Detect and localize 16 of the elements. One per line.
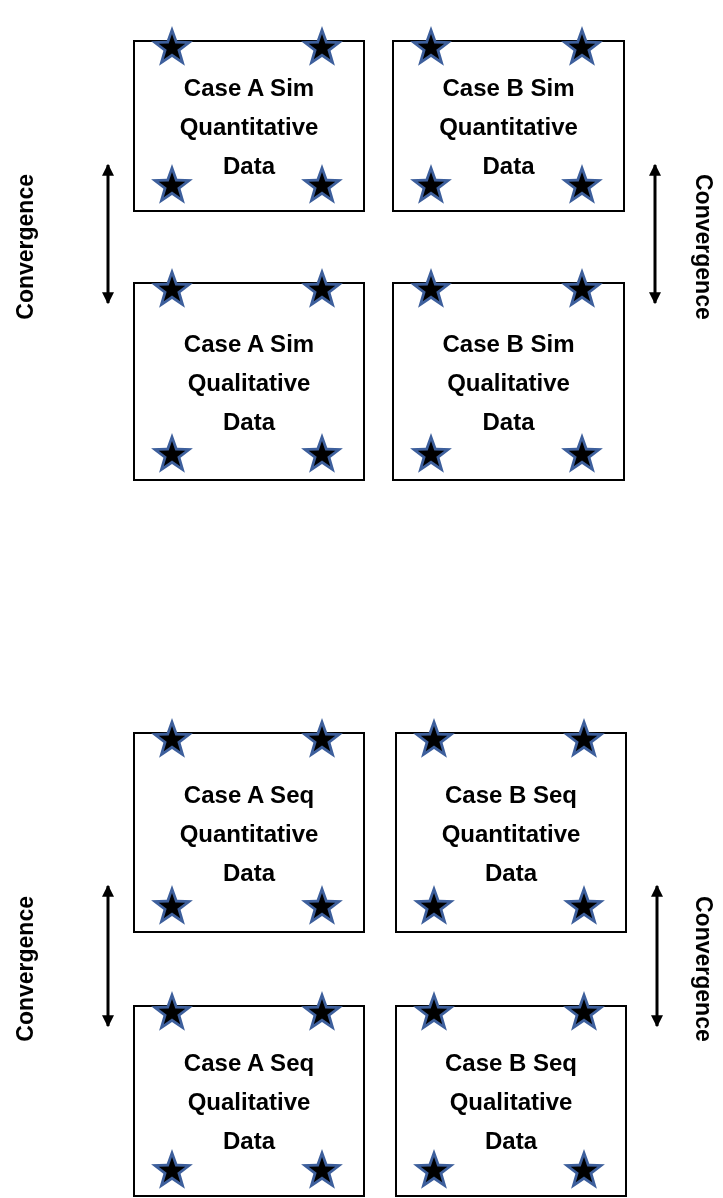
double-arrow — [102, 163, 114, 305]
box-label: Case A Seq Qualitative Data — [182, 1047, 316, 1156]
box-label: Case A Sim Qualitative Data — [182, 328, 316, 436]
box-label: Case B Sim Quantitative Data — [438, 72, 579, 181]
box-label: Case B Seq Quantitative Data — [440, 779, 582, 887]
edge-label: Convergence — [12, 174, 39, 320]
box-label: Case A Sim Quantitative Data — [178, 72, 320, 181]
box-label: Case A Seq Quantitative Data — [178, 779, 320, 887]
double-arrow — [651, 884, 663, 1028]
edge-label: Convergence — [12, 896, 39, 1042]
edge-label: Convergence — [690, 896, 717, 1042]
edge-label: Convergence — [690, 174, 717, 320]
double-arrow — [649, 163, 661, 305]
box-label: Case B Seq Qualitative Data — [443, 1047, 579, 1156]
double-arrow — [102, 884, 114, 1028]
box-label: Case B Sim Qualitative Data — [441, 328, 576, 436]
